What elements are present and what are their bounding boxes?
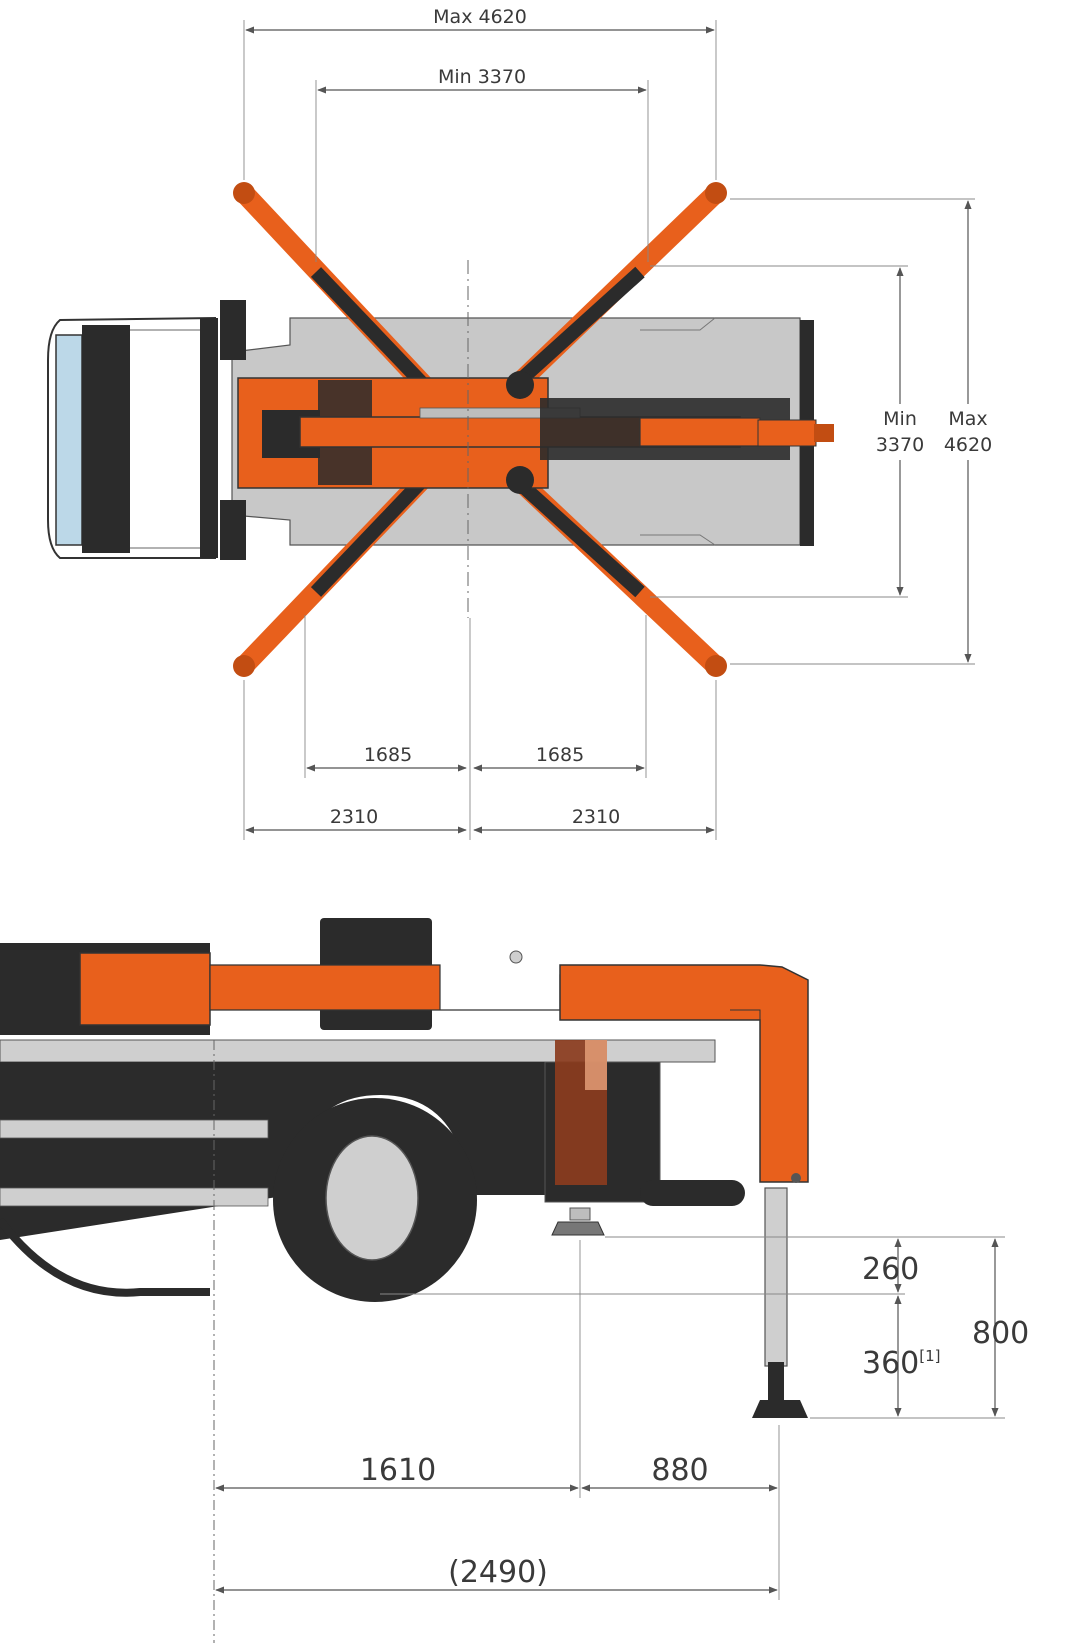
dim-length-min-max: Min 3370 Max 4620 — [650, 198, 992, 665]
label-width-min: Min 3370 — [438, 66, 526, 88]
outrigger-leg — [752, 1187, 808, 1418]
dim-heights: 260 360[1] 800 — [380, 1236, 1029, 1419]
label-dist-total: (2490) — [448, 1555, 548, 1590]
label-height-total: 800 — [972, 1316, 1029, 1351]
side-view: 260 360[1] 800 1610 880 (2490) — [0, 918, 1029, 1643]
support-jack — [551, 1207, 605, 1236]
label-half-min-right: 1685 — [536, 744, 584, 766]
crane-boom-side — [79, 918, 809, 1183]
top-view: Max 4620 Min 3370 Min 3370 Max 4620 — [47, 6, 992, 840]
label-half-max-left: 2310 — [330, 806, 378, 828]
dim-half-max: 2310 2310 — [243, 680, 717, 840]
label-length-min: Min — [883, 408, 917, 430]
label-height-upper: 260 — [862, 1252, 919, 1287]
label-dist-jack-to-outrigger: 880 — [651, 1453, 708, 1488]
crane-boom-top — [237, 371, 834, 494]
rear-wheel — [0, 1098, 477, 1302]
label-height-lower: 360[1] — [862, 1346, 941, 1381]
dim-distances: 1610 880 (2490) — [215, 1240, 780, 1600]
label-length-max-value: 4620 — [944, 434, 992, 456]
label-half-min-left: 1685 — [364, 744, 412, 766]
dim-width-max: Max 4620 — [243, 6, 717, 180]
label-half-max-right: 2310 — [572, 806, 620, 828]
label-dist-axle-to-jack: 1610 — [360, 1453, 436, 1488]
label-height-lower-note: [1] — [919, 1347, 940, 1365]
label-length-min-value: 3370 — [876, 434, 924, 456]
label-height-lower-value: 360 — [862, 1346, 919, 1381]
dim-half-min: 1685 1685 — [304, 615, 647, 840]
label-length-max: Max — [948, 408, 987, 430]
truck-cab — [47, 316, 218, 559]
dim-width-min: Min 3370 — [315, 66, 649, 262]
label-width-max: Max 4620 — [433, 6, 527, 28]
